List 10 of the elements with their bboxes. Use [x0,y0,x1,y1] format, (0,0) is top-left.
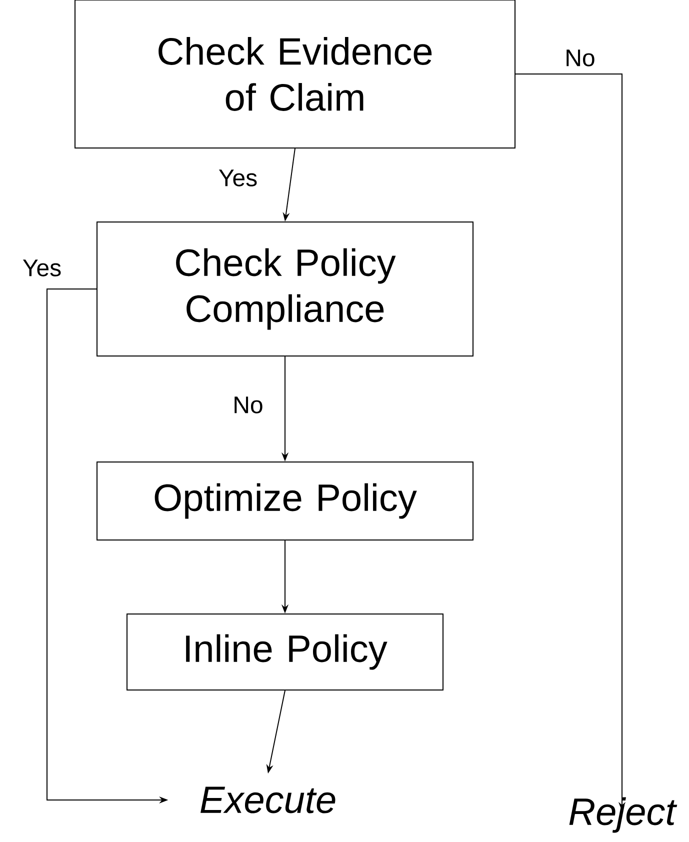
edge-label: No [232,396,264,414]
process-box: Check Evidence of Claim [74,0,516,148]
process-box: Optimize Policy [96,462,474,540]
edge-label: No [564,48,596,68]
process-box: Inline Policy [126,614,444,690]
process-box: Check Policy Compliance [96,222,474,356]
outcome-text: Reject [569,797,678,833]
edge-label: Yes [21,258,63,278]
edge-label: Yes [217,168,259,188]
outcome-text: Execute [200,786,336,814]
